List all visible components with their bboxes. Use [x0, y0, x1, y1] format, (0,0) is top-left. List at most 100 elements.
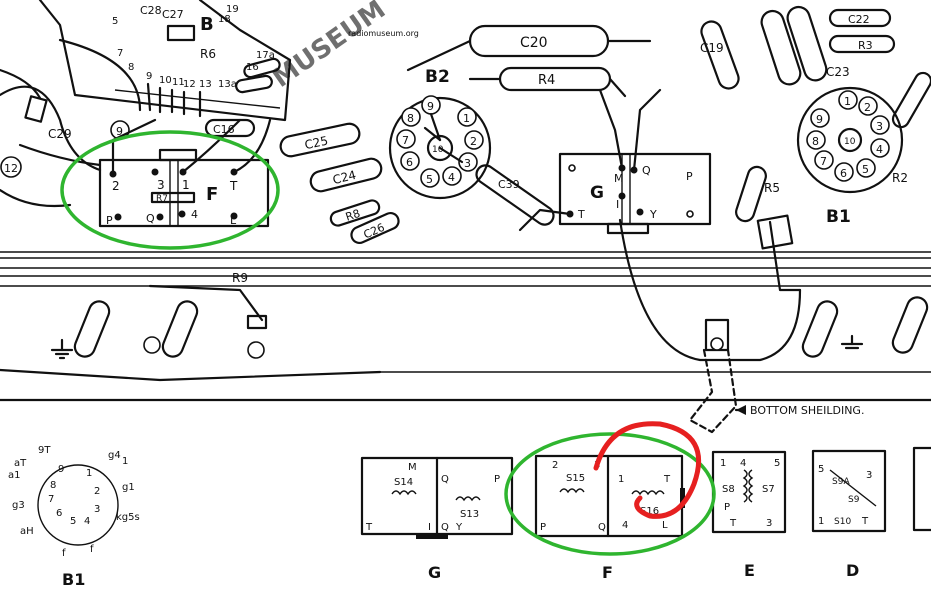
svg-text:4: 4	[876, 143, 883, 156]
lower-chassis-parts	[0, 214, 929, 382]
svg-text:1: 1	[720, 458, 726, 469]
svg-text:Q: Q	[441, 522, 449, 533]
svg-text:R7: R7	[156, 194, 168, 204]
valve-socket-b2: B2 1 2 3 4 5 6 7 8 9 10	[388, 67, 492, 200]
capacitor-c19: C19	[700, 20, 740, 90]
svg-text:5: 5	[70, 516, 76, 527]
capacitor-c24: C24	[309, 157, 383, 193]
svg-text:3: 3	[464, 157, 471, 170]
svg-text:18: 18	[218, 14, 231, 25]
svg-text:Y: Y	[455, 522, 463, 533]
socket-b1-pins: 1 2 3 4 5 6 7 8 9 10	[806, 90, 890, 182]
capacitor-c23: C23	[760, 5, 850, 86]
label-g-top: G	[590, 183, 604, 203]
svg-text:T: T	[861, 516, 869, 527]
svg-text:4: 4	[448, 171, 455, 184]
svg-text:11: 11	[172, 77, 185, 88]
svg-text:C24: C24	[331, 168, 357, 187]
label-pin9-left: 9	[116, 125, 123, 138]
svg-text:6: 6	[56, 508, 62, 519]
svg-text:S13: S13	[460, 509, 479, 520]
svg-text:5: 5	[862, 163, 869, 176]
svg-text:2: 2	[552, 460, 558, 471]
wafer-switch-b: B C27 C28 R6 5 7 8 9 10 11 12 13 13a 16 …	[38, 0, 292, 122]
svg-text:1: 1	[182, 178, 190, 192]
svg-text:P: P	[540, 522, 546, 533]
svg-text:9T: 9T	[38, 445, 51, 456]
svg-text:R5: R5	[764, 181, 780, 195]
svg-text:P: P	[106, 214, 113, 227]
svg-text:S9: S9	[848, 495, 860, 505]
svg-text:Y: Y	[649, 208, 657, 221]
svg-text:7: 7	[117, 48, 123, 59]
svg-text:3: 3	[766, 518, 772, 529]
capacitor-c25: C25	[279, 122, 361, 158]
svg-text:S10: S10	[834, 517, 851, 527]
svg-text:C16: C16	[213, 123, 235, 136]
svg-text:1: 1	[463, 112, 470, 125]
svg-text:2: 2	[94, 486, 100, 497]
svg-text:2: 2	[470, 135, 477, 148]
module-g: S14 S13 M T I Q P Q Y G	[360, 456, 514, 582]
svg-text:1: 1	[86, 468, 92, 479]
svg-text:9: 9	[427, 100, 434, 113]
svg-text:S15: S15	[566, 473, 585, 484]
watermark-text: radiomuseum.org	[348, 29, 419, 38]
svg-text:4: 4	[622, 520, 628, 531]
module-f: S15 S16 2 3 1 T P Q 4 L F	[534, 454, 685, 582]
svg-text:Q: Q	[598, 522, 606, 533]
svg-text:9: 9	[146, 71, 152, 82]
capacitor-c39: C39	[475, 164, 555, 226]
svg-text:17a: 17a	[256, 50, 275, 61]
svg-text:R3: R3	[858, 39, 873, 52]
svg-text:16: 16	[246, 62, 259, 73]
svg-text:3: 3	[94, 504, 100, 515]
label-r2: R2	[892, 171, 908, 185]
svg-text:5: 5	[774, 458, 780, 469]
svg-text:Q: Q	[146, 212, 155, 225]
svg-text:L: L	[662, 520, 668, 531]
svg-text:4: 4	[740, 458, 746, 469]
svg-text:8: 8	[128, 62, 134, 73]
svg-text:4: 4	[84, 516, 90, 527]
svg-text:5: 5	[426, 173, 433, 186]
module-partial-right	[912, 446, 931, 532]
svg-text:C20: C20	[520, 35, 548, 51]
label-r6: R6	[200, 47, 216, 61]
label-e-bottom: E	[744, 561, 755, 580]
svg-text:C23: C23	[826, 65, 850, 79]
capacitor-c22: C22	[828, 8, 892, 28]
svg-text:1: 1	[122, 456, 128, 467]
svg-text:4: 4	[191, 208, 198, 221]
label-f-bottom: F	[602, 563, 613, 582]
ground-symbol	[50, 334, 864, 360]
svg-text:g3: g3	[12, 500, 25, 511]
coil-block-g: G M Q P T I Y	[518, 88, 712, 235]
svg-text:5: 5	[112, 16, 118, 27]
svg-text:13: 13	[199, 79, 212, 90]
svg-text:5: 5	[818, 464, 824, 475]
svg-text:g4: g4	[108, 450, 121, 461]
label-b1-bottom: B1	[62, 570, 85, 589]
label-g-bottom: G	[428, 563, 441, 582]
svg-text:1: 1	[844, 95, 851, 108]
svg-text:10: 10	[844, 137, 856, 147]
svg-text:C39: C39	[498, 178, 520, 191]
svg-text:P: P	[724, 502, 730, 513]
label-c27: C27	[162, 8, 184, 21]
svg-text:S16: S16	[640, 506, 659, 517]
svg-text:13a: 13a	[218, 79, 237, 90]
svg-text:3: 3	[157, 178, 165, 192]
bottom-shielding: BOTTOM SHEILDING.	[688, 318, 864, 434]
svg-text:6: 6	[840, 167, 847, 180]
svg-text:T: T	[663, 474, 671, 485]
svg-text:a1: a1	[8, 470, 21, 481]
b1-base-diagram: 9T g4 1 1 2 3 g1 4 5 6 7 8 9 kg5s f f a1…	[8, 445, 140, 589]
svg-text:7: 7	[402, 134, 409, 147]
svg-text:T: T	[577, 208, 585, 221]
module-e: S8 S7 1 4 5 P T 3 E	[711, 450, 787, 580]
capacitor-c16: C16	[204, 118, 256, 138]
svg-text:8: 8	[812, 135, 819, 148]
label-b2: B2	[425, 67, 450, 87]
